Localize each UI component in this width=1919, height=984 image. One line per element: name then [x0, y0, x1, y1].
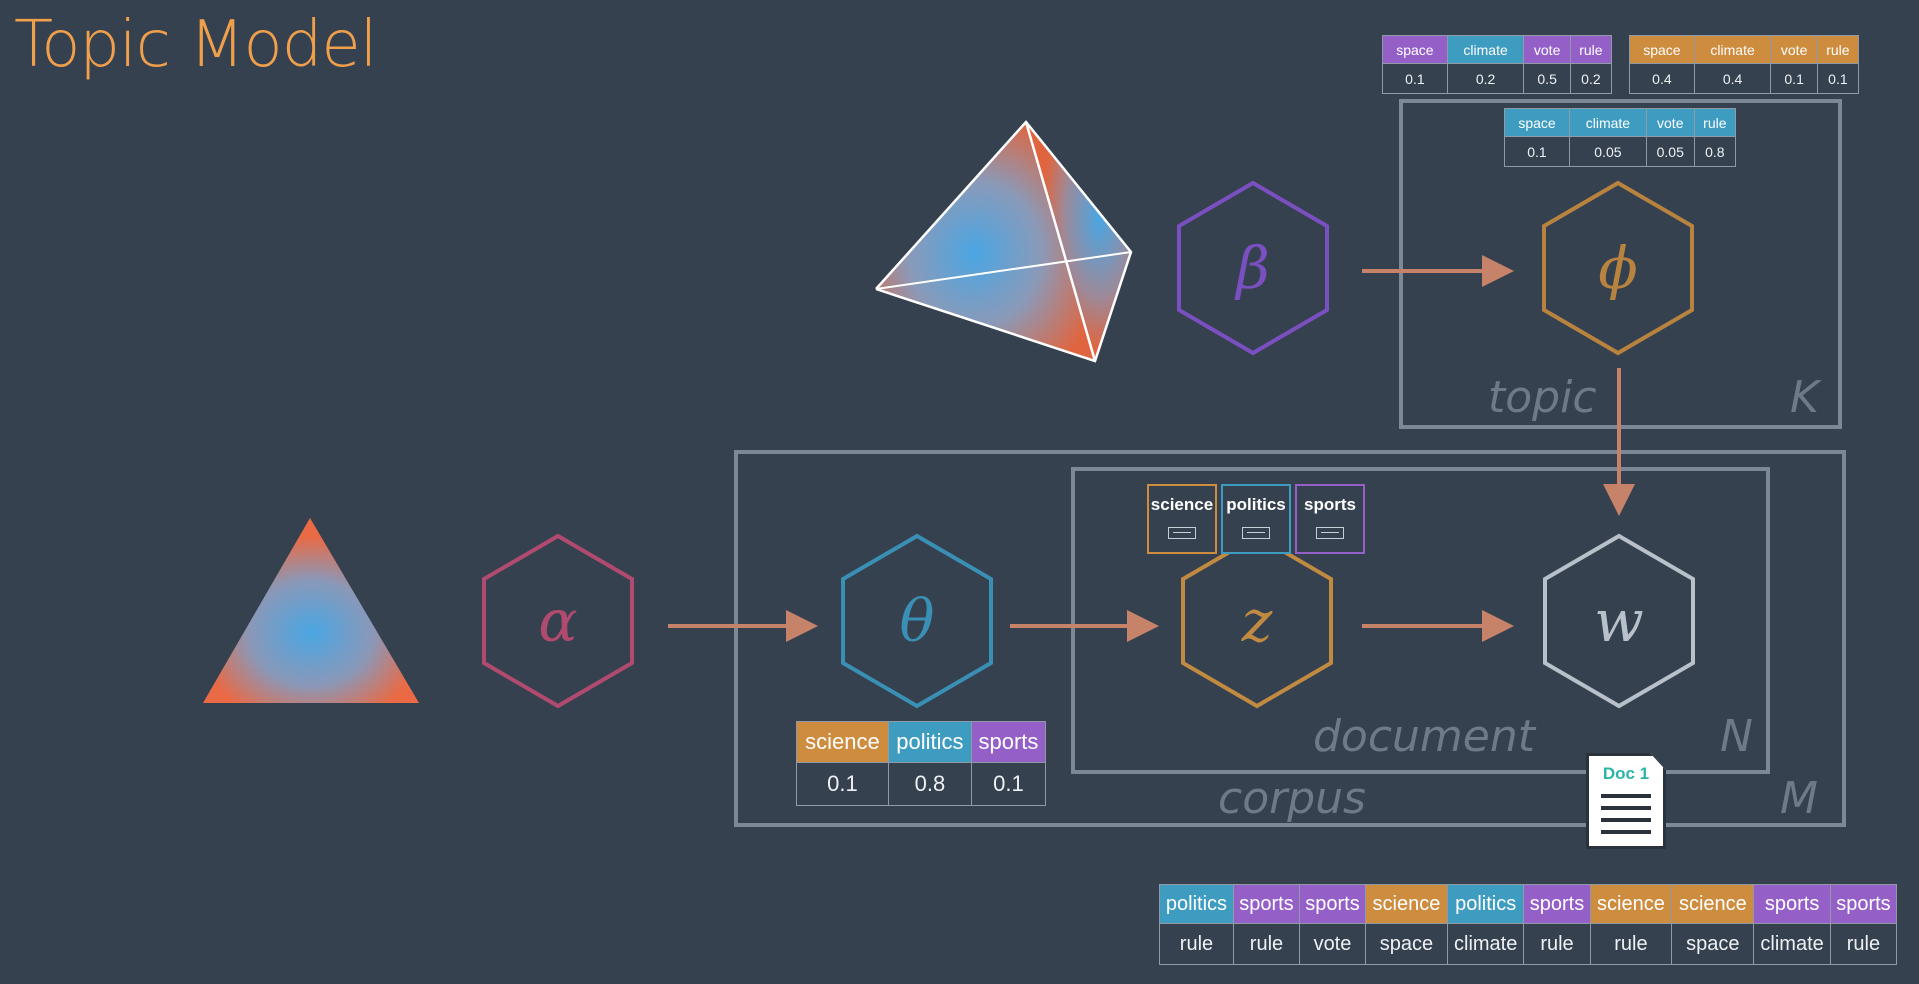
doc-word-topic: sports [1232, 884, 1300, 924]
doc-word: rule [1232, 923, 1300, 965]
beta-symbol: β [1234, 234, 1270, 302]
doc-word-topic: science [1589, 884, 1673, 924]
topic-table-3: space climate vote rule 0.1 0.05 0.05 0.… [1504, 108, 1737, 167]
doc-word-topic: science [1364, 884, 1448, 924]
theta-topic-science: science [796, 721, 889, 763]
topic3-value: 0.05 [1568, 136, 1647, 167]
z-symbol: z [1241, 587, 1273, 655]
doc-word: climate [1753, 923, 1831, 965]
topic2-value: 0.1 [1816, 63, 1860, 94]
corpus-plate-index: M [1780, 773, 1818, 824]
corpus-plate-label: corpus [1218, 773, 1366, 824]
topic-plate-index: K [1790, 372, 1819, 423]
doc-word: climate [1446, 923, 1525, 965]
alpha-symbol: α [538, 587, 577, 655]
topic1-value: 0.1 [1382, 63, 1448, 94]
topic2-value: 0.4 [1629, 63, 1695, 94]
topic1-value: 0.2 [1569, 63, 1613, 94]
dirichlet-simplex-2d [203, 518, 419, 703]
topic-plate-label: topic [1488, 372, 1597, 423]
doc-word-topic: politics [1446, 884, 1525, 924]
topic1-word-vote: vote [1523, 35, 1571, 64]
doc-word: rule [1829, 923, 1898, 965]
doc-word: rule [1523, 923, 1591, 965]
theta-value: 0.1 [796, 762, 889, 806]
doc-word-topic: sports [1829, 884, 1898, 924]
topic3-value: 0.1 [1504, 136, 1570, 167]
corpus-plate [734, 450, 1846, 827]
theta-topic-sports: sports [970, 721, 1047, 763]
topic3-word-rule: rule [1693, 108, 1737, 137]
z-legend-label: politics [1226, 495, 1286, 514]
beta-node: β [1177, 180, 1329, 356]
doc-word: rule [1589, 923, 1673, 965]
phi-symbol: ϕ [1598, 234, 1638, 302]
topic3-value: 0.05 [1645, 136, 1695, 167]
doc-word: space [1671, 923, 1755, 965]
document-word-table: politics sports sports science politics … [1159, 884, 1898, 965]
bar-icon [1316, 527, 1344, 539]
doc-word: space [1364, 923, 1448, 965]
topic1-word-climate: climate [1446, 35, 1525, 64]
topic1-word-rule: rule [1569, 35, 1613, 64]
topic-table-2: space climate vote rule 0.4 0.4 0.1 0.1 [1629, 35, 1860, 94]
doc-word-topic: politics [1159, 884, 1234, 924]
doc-word: vote [1298, 923, 1366, 965]
z-legend-politics: politics [1221, 484, 1291, 554]
theta-node: θ [841, 533, 993, 709]
topic1-value: 0.2 [1446, 63, 1525, 94]
topic2-word-space: space [1629, 35, 1695, 64]
z-legend-label: sports [1304, 495, 1356, 514]
doc-word-topic: sports [1523, 884, 1591, 924]
theta-topic-politics: politics [887, 721, 972, 763]
w-symbol: w [1594, 587, 1644, 655]
theta-value: 0.8 [887, 762, 972, 806]
doc-word-topic: science [1671, 884, 1755, 924]
dirichlet-simplex-3d [875, 120, 1133, 363]
doc-word: rule [1159, 923, 1234, 965]
topic2-value: 0.1 [1770, 63, 1818, 94]
document-plate [1071, 467, 1770, 774]
w-node: w [1543, 533, 1695, 709]
theta-table: science politics sports 0.1 0.8 0.1 [796, 721, 1047, 806]
z-legend-science: science [1147, 484, 1217, 554]
bar-icon [1168, 527, 1196, 539]
doc-word-topic: sports [1753, 884, 1831, 924]
topic2-word-rule: rule [1816, 35, 1860, 64]
document-label: Doc 1 [1602, 764, 1650, 783]
z-legend-label: science [1150, 495, 1214, 514]
topic3-word-climate: climate [1568, 108, 1647, 137]
z-legend-sports: sports [1295, 484, 1365, 554]
topic1-value: 0.5 [1523, 63, 1571, 94]
page-title: Topic Model [14, 8, 377, 82]
document-icon: Doc 1 [1586, 753, 1666, 849]
topic3-value: 0.8 [1693, 136, 1737, 167]
doc-word-topic: sports [1298, 884, 1366, 924]
theta-symbol: θ [900, 587, 935, 655]
document-plate-index: N [1720, 711, 1753, 762]
theta-value: 0.1 [970, 762, 1047, 806]
topic3-word-space: space [1504, 108, 1570, 137]
topic3-word-vote: vote [1645, 108, 1695, 137]
phi-node: ϕ [1542, 180, 1694, 356]
topic2-value: 0.4 [1693, 63, 1772, 94]
topic1-word-space: space [1382, 35, 1448, 64]
z-node: z [1181, 533, 1333, 709]
alpha-node: α [482, 533, 634, 709]
topic2-word-climate: climate [1693, 35, 1772, 64]
topic2-word-vote: vote [1770, 35, 1818, 64]
topic-table-1: space climate vote rule 0.1 0.2 0.5 0.2 [1382, 35, 1613, 94]
bar-icon [1242, 527, 1270, 539]
document-plate-label: document [1313, 711, 1535, 762]
